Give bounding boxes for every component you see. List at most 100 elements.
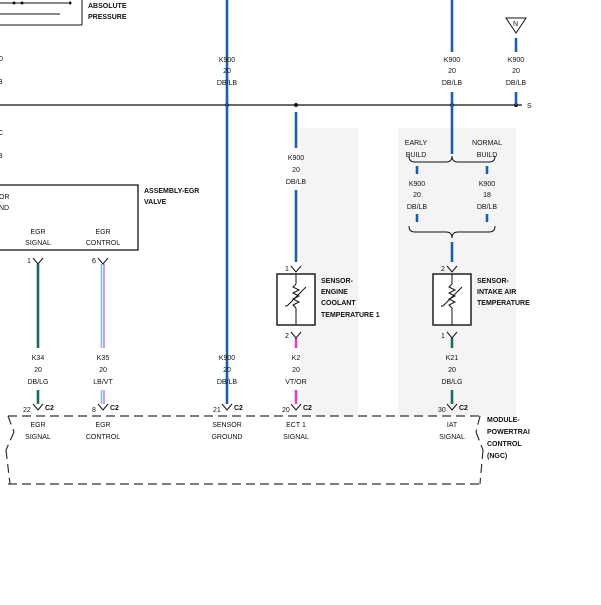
bottom-wire-k34-color: DB/LG (27, 379, 48, 386)
egr-pin-6-name-2: CONTROL (86, 240, 120, 247)
pcm-pin-22-connector-icon (32, 403, 44, 411)
top-wire-2-color: DB/LB (442, 80, 463, 87)
ground-symbol-letter: N (513, 21, 518, 28)
iat-early-label: EARLY (405, 140, 428, 147)
abs-pressure-label-2: PRESSURE (88, 14, 127, 21)
bottom-wire-k2-circuit: K2 (292, 355, 301, 362)
pcm-pin-20-name-2: SIGNAL (283, 434, 309, 441)
ect-label-1: SENSOR- (321, 278, 354, 285)
pcm-title-2: POWERTRAI (487, 429, 530, 436)
egr-pin-1-name-1: EGR (30, 229, 45, 236)
egr-valve-box (0, 184, 139, 251)
iat-early-wire-color: DB/LB (407, 204, 428, 211)
abs-pressure-label-1: ABSOLUTE (88, 3, 127, 10)
pcm-pin-30-name-2: SIGNAL (439, 434, 465, 441)
bottom-wire-k35-color: LB/VT (93, 379, 113, 386)
pcm-pin-30-name-1: IAT (447, 422, 458, 429)
top-wire-2-gauge: 20 (448, 68, 456, 75)
pcm-pin-22-name-1: EGR (30, 422, 45, 429)
top-wire-1-gauge: 20 (223, 68, 231, 75)
bottom-wire-k34-circuit: K34 (32, 355, 45, 362)
bottom-wire-k900-gauge: 20 (223, 367, 231, 374)
top-wire-1-circuit: K900 (219, 57, 235, 64)
pcm-pin-20-connector-icon (290, 403, 302, 411)
ect-label-2: ENGINE (321, 289, 348, 296)
pcm-pin-22-name-2: SIGNAL (25, 434, 51, 441)
iat-label-2: INTAKE AIR (477, 289, 516, 296)
pcm-pin-8-name-1: EGR (95, 422, 110, 429)
iat-pin-bottom-number: 1 (441, 333, 445, 340)
left-edge-text-nd: ND (0, 205, 9, 212)
bottom-wire-k21-circuit: K21 (446, 355, 459, 362)
bottom-wire-k900-circuit: K900 (219, 355, 235, 362)
iat-normal-build: BUILD (477, 152, 498, 159)
iat-pin-top-number: 2 (441, 266, 445, 273)
bottom-wire-k900-color: DB/LB (217, 379, 238, 386)
pcm-pin-8-number: 8 (92, 407, 96, 414)
iat-normal-wire-gauge: 18 (483, 192, 491, 199)
ect-wire-gauge: 20 (292, 167, 300, 174)
top-wire-2-circuit: K900 (444, 57, 460, 64)
pcm-pin-30-number: 30 (438, 407, 446, 414)
pcm-pin-22-number: 22 (23, 407, 31, 414)
bottom-wire-k34-gauge: 20 (34, 367, 42, 374)
iat-pin-bottom-connector-icon (446, 331, 458, 339)
ect-pin-top-connector-icon (290, 265, 302, 273)
pcm-title-3: CONTROL (487, 441, 522, 448)
egr-valve-title-1: ASSEMBLY-EGR (144, 188, 199, 195)
left-edge-text-b1: B (0, 79, 3, 86)
ect-label-3: COOLANT (321, 300, 356, 307)
pcm-pin-22-conn: C2 (45, 405, 54, 412)
pcm-pin-21-name-1: SENSOR (212, 422, 242, 429)
iat-normal-label: NORMAL (472, 140, 502, 147)
pcm-pin-21-number: 21 (213, 407, 221, 414)
iat-label-3: TEMPERATURE (477, 300, 530, 307)
iat-normal-wire-color: DB/LB (477, 204, 498, 211)
iat-option-brace-top (408, 155, 496, 163)
pcm-pin-8-name-2: CONTROL (86, 434, 120, 441)
pcm-pin-21-name-2: GROUND (211, 434, 242, 441)
pcm-pin-21-conn: C2 (234, 405, 243, 412)
bottom-wire-k2-gauge: 20 (292, 367, 300, 374)
pcm-pin-8-connector-icon (97, 403, 109, 411)
egr-pin-6-name-1: EGR (95, 229, 110, 236)
pcm-pin-20-number: 20 (282, 407, 290, 414)
bottom-wire-k21-gauge: 20 (448, 367, 456, 374)
bottom-wire-k35-circuit: K35 (97, 355, 110, 362)
pcm-pin-8-conn: C2 (110, 405, 119, 412)
iat-normal-wire-circuit: K900 (479, 181, 495, 188)
pcm-pin-20-conn: C2 (303, 405, 312, 412)
iat-early-wire-circuit: K900 (409, 181, 425, 188)
ect-thermistor-icon (285, 274, 307, 325)
left-edge-text-b2: B (0, 153, 3, 160)
left-edge-text-c: C (0, 130, 3, 137)
iat-early-wire-gauge: 20 (413, 192, 421, 199)
egr-pin-6-number: 6 (92, 258, 96, 265)
egr-pin-1-connector-icon (32, 257, 44, 265)
top-wire-1-color: DB/LB (217, 80, 238, 87)
splice-label: S (527, 103, 532, 110)
bottom-wire-k21-color: DB/LG (441, 379, 462, 386)
top-wire-3-circuit: K900 (508, 57, 524, 64)
iat-thermistor-icon (441, 274, 463, 325)
absolute-pressure-sensor-stub (0, 0, 83, 26)
top-wire-3-gauge: 20 (512, 68, 520, 75)
egr-pin-6-connector-icon (97, 257, 109, 265)
pcm-pin-30-conn: C2 (459, 405, 468, 412)
ect-wire-circuit: K900 (288, 155, 304, 162)
egr-pin-1-name-2: SIGNAL (25, 240, 51, 247)
left-edge-text-or: OR (0, 194, 10, 201)
splice-dot-2 (294, 103, 298, 107)
pcm-dashed-outline (5, 415, 484, 485)
egr-pin-1-number: 1 (27, 258, 31, 265)
shade-panel-right (398, 128, 516, 416)
iat-pin-top-connector-icon (446, 265, 458, 273)
ect-pin-top-number: 1 (285, 266, 289, 273)
bottom-wire-k35-gauge: 20 (99, 367, 107, 374)
top-wire-3-color: DB/LB (506, 80, 527, 87)
left-edge-text-v: 0 (0, 56, 3, 63)
ect-wire-color: DB/LB (286, 179, 307, 186)
pcm-title-1: MODULE- (487, 417, 520, 424)
iat-early-build: BUILD (406, 152, 427, 159)
